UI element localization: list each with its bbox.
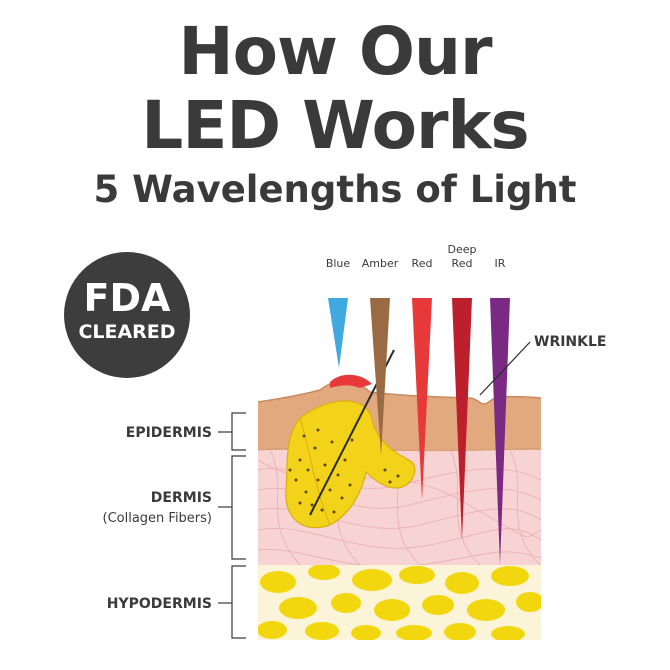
label-red: Red (412, 257, 433, 270)
layer-brackets (218, 412, 246, 639)
badge-line-2: CLEARED (78, 321, 176, 343)
wrinkle-label: WRINKLE (534, 334, 606, 350)
inflamed-bump (330, 374, 372, 388)
beam-amber (370, 298, 390, 455)
sebaceous-gland (285, 400, 416, 529)
fat-cells (258, 565, 541, 640)
label-ir: IR (495, 257, 506, 270)
wrinkle-leader-line (479, 341, 531, 396)
beam-blue (328, 298, 348, 368)
label-deep-red-line2: Red (452, 257, 473, 270)
dermis-label: DERMIS (151, 490, 212, 506)
fda-cleared-badge: FDA CLEARED (64, 252, 190, 378)
title-line-1: How Our (178, 13, 492, 90)
beam-deep-red (452, 298, 472, 540)
beam-ir (490, 298, 510, 565)
gland-dots (288, 428, 400, 514)
subtitle: 5 Wavelengths of Light (93, 168, 577, 211)
label-amber: Amber (362, 257, 399, 270)
label-deep-red-line1: Deep (448, 243, 477, 256)
epidermis-label: EPIDERMIS (126, 425, 212, 441)
beam-red (412, 298, 432, 500)
label-blue: Blue (326, 257, 351, 270)
dermis-sublabel: (Collagen Fibers) (103, 511, 213, 526)
badge-line-1: FDA (83, 276, 171, 320)
hypodermis-label: HYPODERMIS (107, 596, 212, 612)
title-line-2: LED Works (141, 87, 529, 164)
